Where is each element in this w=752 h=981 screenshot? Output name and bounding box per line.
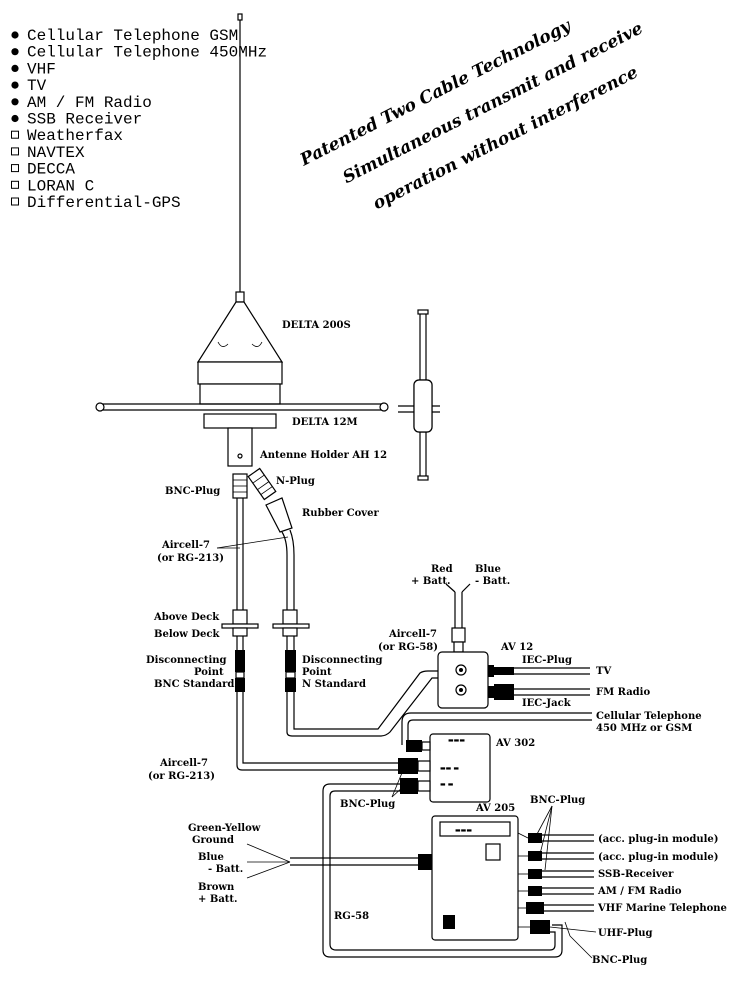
label-disc-left-2: Point: [194, 667, 224, 678]
label-bnc-plug-bottom: BNC-Plug: [592, 955, 647, 966]
av205-outputs: [517, 832, 594, 934]
label-out-amfm: AM / FM Radio: [597, 886, 682, 897]
label-out-acc2: (acc. plug-in module): [598, 852, 719, 863]
slogan: Patented Two Cable Technology Simultaneo…: [296, 16, 647, 215]
av302-panel-text: ▬▬▬: [448, 737, 465, 744]
label-av12: AV 12: [500, 642, 533, 653]
bullet-filled-icon: [11, 114, 19, 123]
label-rg58-av12: (or RG-58): [378, 642, 438, 653]
av302-panel-text-3: ▬ ▬: [440, 781, 454, 788]
label-aircell7-bottom: Aircell-7: [159, 758, 208, 769]
label-blue-batt: - Batt.: [475, 576, 510, 587]
label-aircell7-av12: Aircell-7: [388, 629, 437, 640]
label-iec-plug: IEC-Plug: [522, 655, 572, 666]
feature-item: VHF: [27, 60, 56, 78]
label-iec-jack: IEC-Jack: [522, 698, 572, 709]
av12-box: Red + Batt. Blue - Batt. Aircell-7 (or R…: [378, 564, 702, 734]
label-cell-1: Cellular Telephone: [596, 711, 702, 722]
label-red-batt: + Batt.: [411, 576, 451, 587]
label-av205: AV 205: [475, 803, 515, 814]
label-bnc-plug-av302: BNC-Plug: [340, 799, 395, 810]
av302-panel-text-2: ▬▬ ▬: [440, 765, 459, 772]
label-antenna-holder: Antenne Holder AH 12: [259, 450, 387, 461]
feature-item: TV: [27, 77, 47, 95]
label-below-deck: Below Deck: [154, 629, 220, 640]
label-brown-wire-1: Brown: [198, 882, 235, 893]
feature-item: Differential-GPS: [27, 194, 181, 212]
label-rg58: RG-58: [334, 911, 369, 922]
feature-item: AM / FM Radio: [27, 94, 152, 112]
label-delta-12m: DELTA 12M: [292, 417, 358, 428]
label-out-acc1: (acc. plug-in module): [598, 834, 719, 845]
label-out-vhf: VHF Marine Telephone: [597, 903, 727, 914]
label-brown-wire-2: + Batt.: [198, 894, 238, 905]
bullet-hollow-icon: [11, 197, 19, 206]
label-bnc-plug-top: BNC-Plug: [165, 486, 220, 497]
label-red: Red: [431, 564, 453, 575]
label-rubber-cover: Rubber Cover: [302, 508, 379, 519]
feature-item: DECCA: [27, 161, 75, 179]
label-rg213-bottom: (or RG-213): [148, 771, 215, 782]
label-cell-2: 450 MHz or GSM: [596, 723, 692, 734]
label-disc-left-1: Disconnecting: [146, 655, 227, 666]
label-above-deck: Above Deck: [153, 612, 220, 623]
label-disc-left-3: BNC Standard: [154, 679, 234, 690]
bullet-hollow-icon: [11, 180, 19, 189]
label-uhf-plug: UHF-Plug: [598, 928, 653, 939]
label-rg213-top: (or RG-213): [157, 553, 224, 564]
label-fm-radio: FM Radio: [596, 687, 650, 698]
deck: Above Deck Below Deck Disconnecting Poin…: [146, 609, 383, 692]
label-blue-wire-2: - Batt.: [208, 864, 243, 875]
av205-box: ▬▬▬: [188, 795, 727, 966]
bullet-filled-icon: [11, 81, 19, 89]
label-out-ssb: SSB-Receiver: [598, 869, 674, 880]
feature-item: SSB Receiver: [27, 111, 142, 129]
bullet-filled-icon: [11, 48, 19, 56]
label-tv: TV: [596, 666, 611, 677]
label-blue-wire-1: Blue: [198, 852, 224, 863]
feature-item: Weatherfax: [27, 127, 123, 145]
feature-item: Cellular Telephone GSM: [27, 27, 238, 45]
av205-panel-title: ▬▬▬: [455, 827, 472, 834]
label-bnc-plug-av205: BNC-Plug: [530, 795, 585, 806]
label-disc-right-3: N Standard: [302, 679, 366, 690]
feature-item: Cellular Telephone 450MHz: [27, 44, 267, 62]
label-av302: AV 302: [495, 738, 535, 749]
antenna-cables: BNC-Plug N-Plug Rubber Cover Aircell-7 (…: [157, 467, 379, 610]
av302-box: ▬▬▬ ▬▬ ▬ ▬ ▬ AV 302 Aircell-7 (or RG-213…: [148, 733, 535, 810]
cable-routes: [236, 670, 592, 958]
feature-item: LORAN C: [27, 177, 94, 195]
bullet-hollow-icon: [11, 164, 19, 173]
label-blue: Blue: [475, 564, 501, 575]
bullet-hollow-icon: [11, 130, 19, 139]
bullet-filled-icon: [11, 31, 19, 39]
bullet-filled-icon: [11, 64, 19, 72]
label-disc-right-2: Point: [302, 667, 332, 678]
label-aircell7-top: Aircell-7: [161, 540, 210, 551]
antenna: DELTA 200S DELTA 12M Antenne Holder AH 1…: [95, 13, 440, 481]
label-n-plug: N-Plug: [276, 476, 315, 487]
label-delta-200s: DELTA 200S: [282, 320, 351, 331]
bullet-filled-icon: [11, 98, 19, 106]
label-disc-right-1: Disconnecting: [302, 655, 383, 666]
bullet-hollow-icon: [11, 147, 19, 156]
slogan-line-2: Simultaneous transmit and receive: [340, 18, 647, 188]
feature-item: NAVTEX: [27, 144, 85, 162]
label-green-yellow-1: Green-Yellow: [188, 823, 261, 834]
label-green-yellow-2: Ground: [192, 835, 234, 846]
